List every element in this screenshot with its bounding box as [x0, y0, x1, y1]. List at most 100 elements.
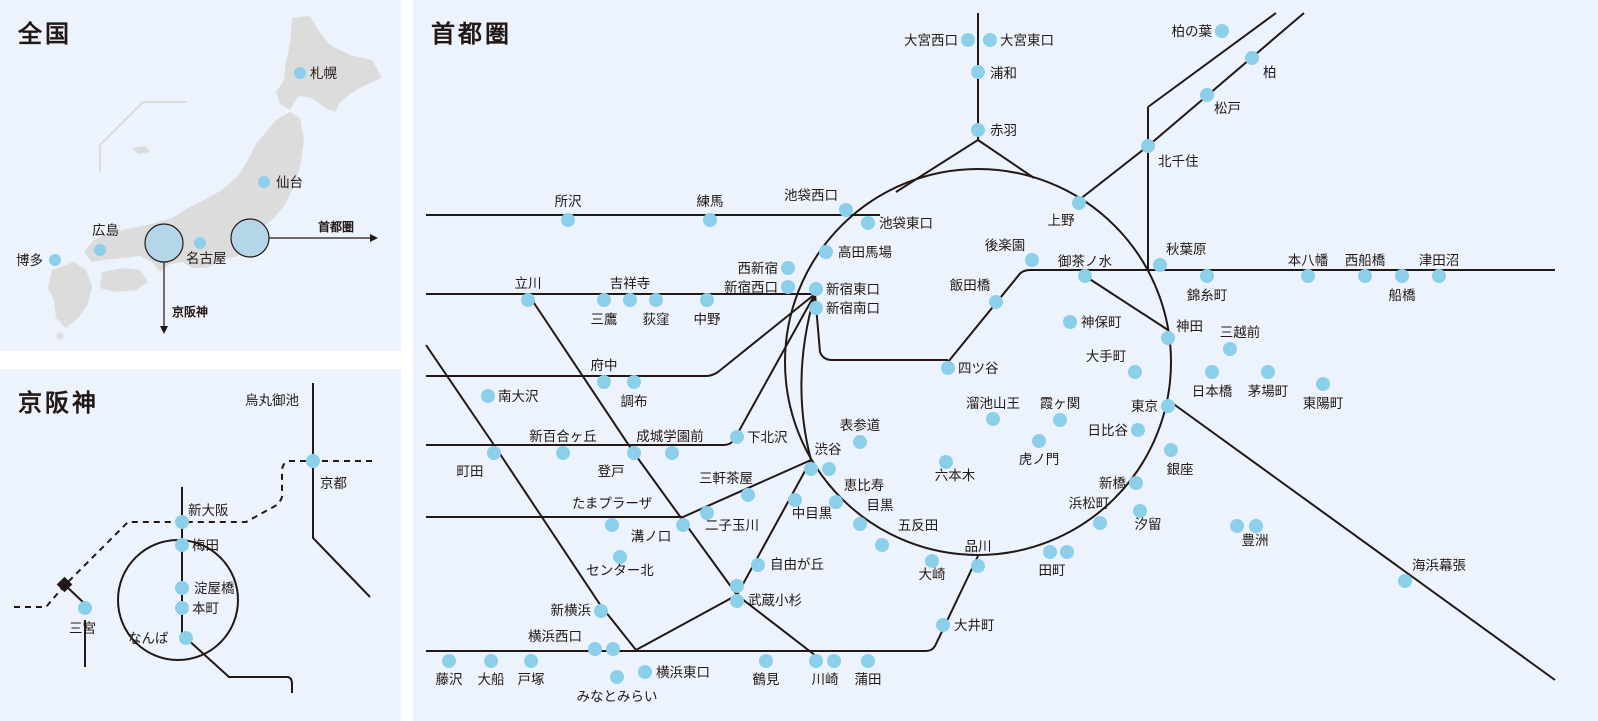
- station-marker[interactable]: 柏: [1245, 51, 1277, 81]
- station-dot[interactable]: [1078, 269, 1092, 283]
- station-marker[interactable]: 練馬: [697, 194, 724, 227]
- station-marker[interactable]: 本八幡: [1288, 253, 1329, 283]
- station-dot[interactable]: [1164, 443, 1178, 457]
- station-dot[interactable]: [875, 538, 889, 552]
- station-dot[interactable]: [487, 446, 501, 460]
- station-dot[interactable]: [481, 389, 495, 403]
- station-marker[interactable]: 大宮東口: [983, 33, 1054, 49]
- station-dot[interactable]: [809, 301, 823, 315]
- station-dot[interactable]: [179, 631, 193, 645]
- station-dot[interactable]: [649, 293, 663, 307]
- station-marker[interactable]: 新宿南口: [809, 300, 880, 317]
- station-marker[interactable]: 浦和: [971, 65, 1017, 82]
- station-marker[interactable]: 池袋西口: [784, 188, 853, 217]
- station-marker[interactable]: [1249, 519, 1263, 533]
- station-marker[interactable]: 船橋: [1389, 269, 1417, 304]
- station-marker[interactable]: 溜池山王: [966, 396, 1020, 426]
- station-dot[interactable]: [1053, 413, 1067, 427]
- station-dot[interactable]: [759, 654, 773, 668]
- station-dot[interactable]: [730, 579, 744, 593]
- station-marker[interactable]: [1060, 545, 1074, 559]
- station-dot[interactable]: [829, 495, 843, 509]
- station-marker[interactable]: 札幌: [294, 66, 337, 82]
- station-dot[interactable]: [665, 446, 679, 460]
- station-dot[interactable]: [175, 538, 189, 552]
- station-marker[interactable]: 蒲田: [855, 654, 882, 688]
- station-dot[interactable]: [597, 375, 611, 389]
- station-dot[interactable]: [556, 446, 570, 460]
- station-dot[interactable]: [700, 506, 714, 520]
- station-marker[interactable]: 西船橋: [1345, 253, 1386, 283]
- station-dot[interactable]: [1060, 545, 1074, 559]
- station-marker[interactable]: 自由が丘: [751, 557, 824, 573]
- station-marker[interactable]: 錦糸町: [1187, 269, 1228, 304]
- station-dot[interactable]: [1249, 519, 1263, 533]
- station-marker[interactable]: 大手町: [1086, 349, 1142, 379]
- station-marker[interactable]: 日比谷: [1088, 423, 1146, 439]
- station-marker[interactable]: 府中: [591, 358, 618, 389]
- station-marker[interactable]: 津田沼: [1419, 253, 1460, 283]
- station-marker[interactable]: 大船: [478, 654, 505, 688]
- station-dot[interactable]: [306, 454, 320, 468]
- station-marker[interactable]: 梅田: [175, 538, 219, 554]
- station-marker[interactable]: 三鷹: [591, 293, 618, 328]
- station-marker[interactable]: 成城学園前: [636, 428, 704, 460]
- station-dot[interactable]: [676, 518, 690, 532]
- station-marker[interactable]: 海浜幕張: [1398, 558, 1466, 588]
- station-dot[interactable]: [788, 493, 802, 507]
- station-marker[interactable]: 神田: [1161, 319, 1203, 345]
- station-dot[interactable]: [1161, 331, 1175, 345]
- station-dot[interactable]: [442, 654, 456, 668]
- station-dot[interactable]: [1395, 269, 1409, 283]
- station-marker[interactable]: 日本橋: [1192, 365, 1233, 400]
- station-marker[interactable]: 南大沢: [481, 389, 539, 405]
- station-dot[interactable]: [175, 601, 189, 615]
- station-marker[interactable]: 新宿東口: [809, 281, 880, 298]
- station-dot[interactable]: [638, 665, 652, 679]
- station-dot[interactable]: [1358, 269, 1372, 283]
- station-marker[interactable]: 赤羽: [971, 123, 1017, 139]
- station-dot[interactable]: [700, 293, 714, 307]
- station-dot[interactable]: [853, 435, 867, 449]
- station-marker[interactable]: 六本木: [935, 455, 976, 484]
- station-marker[interactable]: 藤沢: [436, 654, 463, 688]
- station-marker[interactable]: センター北: [586, 550, 654, 579]
- station-marker[interactable]: 新百合ヶ丘: [529, 429, 597, 460]
- station-dot[interactable]: [1230, 519, 1244, 533]
- station-dot[interactable]: [751, 558, 765, 572]
- region-circle-kansai[interactable]: [144, 223, 184, 263]
- station-dot[interactable]: [627, 446, 641, 460]
- station-marker[interactable]: 中目黒: [788, 493, 832, 522]
- station-dot[interactable]: [971, 123, 985, 137]
- station-marker[interactable]: 横浜東口: [638, 665, 710, 681]
- station-dot[interactable]: [1200, 269, 1214, 283]
- station-dot[interactable]: [741, 488, 755, 502]
- station-marker[interactable]: 恵比寿: [829, 477, 884, 509]
- station-dot[interactable]: [983, 33, 997, 47]
- station-dot[interactable]: [1025, 253, 1039, 267]
- station-marker[interactable]: 新大阪: [175, 503, 229, 529]
- station-marker[interactable]: 東京: [1131, 399, 1175, 415]
- station-dot[interactable]: [605, 518, 619, 532]
- station-marker[interactable]: 名古屋: [186, 237, 227, 267]
- station-marker[interactable]: 広島: [92, 223, 119, 256]
- station-marker[interactable]: 三越前: [1220, 324, 1261, 356]
- station-marker[interactable]: 吉祥寺: [610, 276, 651, 307]
- station-dot[interactable]: [939, 455, 953, 469]
- station-dot[interactable]: [861, 216, 875, 230]
- station-marker[interactable]: 五反田: [875, 518, 938, 552]
- station-marker[interactable]: 銀座: [1164, 443, 1194, 478]
- station-dot[interactable]: [623, 293, 637, 307]
- station-dot[interactable]: [941, 361, 955, 375]
- station-dot[interactable]: [822, 462, 836, 476]
- station-dot[interactable]: [1432, 269, 1446, 283]
- station-marker[interactable]: 溝ノ口: [631, 518, 690, 545]
- station-dot[interactable]: [819, 245, 833, 259]
- station-dot[interactable]: [936, 618, 950, 632]
- station-marker[interactable]: 淀屋橋: [175, 581, 235, 597]
- station-dot[interactable]: [594, 604, 608, 618]
- station-marker[interactable]: 新橋: [1099, 476, 1143, 492]
- station-marker[interactable]: 渋谷: [804, 442, 842, 476]
- station-dot[interactable]: [730, 430, 744, 444]
- station-marker[interactable]: 武蔵小杉: [730, 593, 802, 609]
